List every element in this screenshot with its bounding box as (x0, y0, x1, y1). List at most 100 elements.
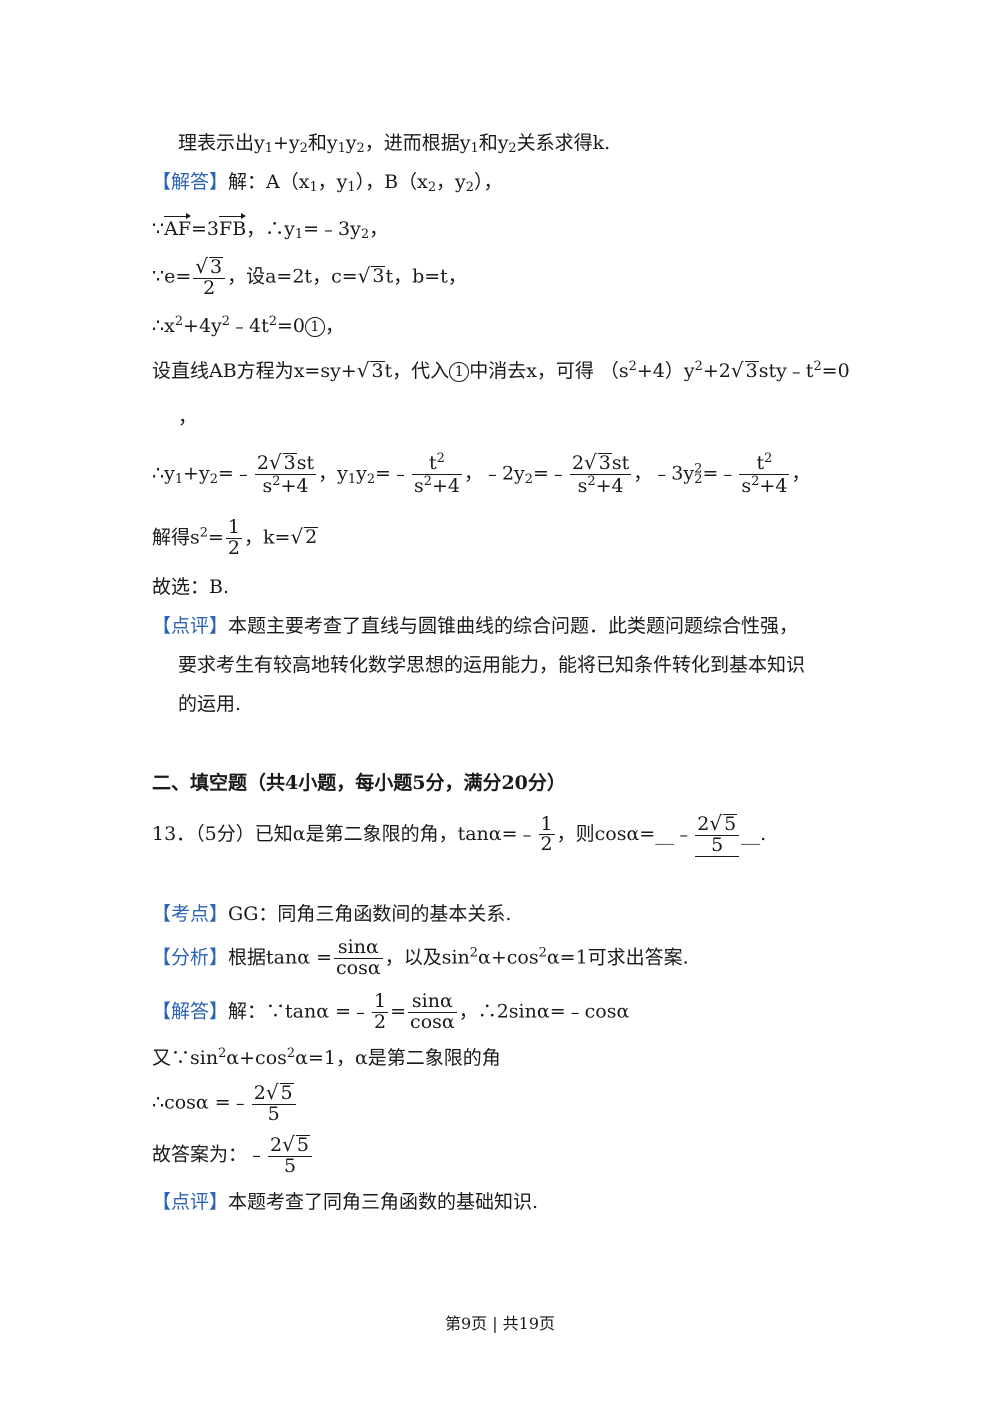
radicand: 3 (370, 360, 385, 383)
text: ，﹣2y (463, 462, 525, 485)
text: =3 (191, 218, 220, 240)
text-line: 要求考生有较高地转化数学思想的运用能力，能将已知条件转化到基本知识 (178, 654, 806, 676)
text: ）， (473, 171, 503, 193)
superscript: 2 (751, 474, 760, 490)
text: +y (272, 132, 300, 154)
subscript: 2 (356, 141, 365, 157)
text: 2 (697, 813, 710, 835)
text: =﹣ (702, 462, 738, 485)
text-line: 的运用. (178, 693, 242, 715)
denominator: s2+4 (255, 475, 316, 497)
numerator: sinα (334, 937, 383, 959)
text: +2 (702, 360, 731, 383)
jieda-tag: 【解答】 (152, 1000, 229, 1023)
text: 设直线AB方程为 (152, 360, 294, 383)
subscript: 2 (524, 471, 534, 487)
superscript: 2 (268, 314, 277, 329)
text: 解得 (152, 526, 191, 549)
text: ，﹣3y (633, 462, 695, 485)
text: t，b=t， (385, 265, 467, 288)
circled-number: 1 (304, 317, 325, 338)
radical-sign: √ (265, 1080, 279, 1104)
radical-sign: √ (290, 524, 304, 549)
superscript: 2 (423, 474, 432, 490)
text: ，∴y (246, 218, 295, 240)
text: 2 (270, 1134, 283, 1156)
text: ∵ (152, 265, 165, 288)
text: GG：同角三角函数间的基本关系. (228, 903, 512, 925)
superscript: 2 (538, 945, 547, 961)
radical-sign: √ (195, 254, 208, 278)
text: st (611, 452, 630, 475)
text: ，y (318, 462, 348, 485)
subscript: 1 (347, 471, 357, 487)
text: α=1，α是第二象限的角 (295, 1047, 501, 1070)
subscript: 2 (508, 141, 517, 157)
denominator: 2 (227, 536, 241, 559)
numerator: sinα (408, 991, 457, 1013)
radical-sign: √ (282, 1132, 295, 1156)
radicand: 5 (279, 1082, 294, 1104)
numerator: √3 (193, 254, 226, 279)
text-line: 故选：B. (152, 576, 230, 598)
denominator: 2 (540, 833, 553, 856)
radicand: 3 (208, 256, 224, 278)
text: ），B（x (355, 171, 428, 193)
text: 中消去x，可得 (469, 360, 594, 383)
text: ﹣ (247, 1143, 267, 1166)
subscript: 1 (294, 227, 304, 243)
text: __﹣ (655, 822, 694, 845)
denominator: s2+4 (412, 475, 462, 497)
jieda-tag: 【解答】 (152, 171, 229, 193)
text: tanα = (266, 946, 333, 969)
text: +4 (280, 475, 309, 498)
text: ∵ (152, 218, 165, 240)
text: =﹣ (533, 462, 568, 485)
text: =﹣3y (303, 218, 361, 240)
text: 本题考查了同角三角函数的基础知识. (228, 1191, 539, 1213)
superscript: 2 (628, 359, 637, 374)
text: ， (791, 462, 811, 485)
text-line: ， (178, 406, 198, 428)
radical-sign: √ (356, 358, 370, 383)
text: 关系求得k. (516, 132, 611, 154)
text: +y (183, 462, 210, 485)
subscript: 1 (470, 141, 479, 157)
text: ∴y (152, 462, 175, 485)
text: ，以及sin (384, 946, 470, 969)
text: e= (164, 265, 192, 288)
text: s (262, 475, 273, 498)
text: +4 (431, 475, 460, 498)
text: +4 (595, 475, 624, 498)
text: 本题主要考查了直线与圆锥曲线的综合问题．此类题问题综合性强， (228, 615, 799, 637)
denominator: s2+4 (739, 475, 789, 497)
subscript: 2 (427, 180, 437, 196)
text: +4 (759, 475, 788, 498)
superscript: 2 (199, 525, 208, 541)
text: ﹣4t (230, 315, 269, 338)
denominator: s2+4 (570, 475, 631, 497)
denominator: cosα (410, 1010, 455, 1033)
subscript: 2 (366, 471, 376, 487)
numerator: 2√3st (569, 452, 632, 475)
subscript: 1 (337, 141, 346, 157)
text: tanα =﹣ (285, 1000, 371, 1023)
numerator: 1 (538, 812, 555, 836)
text: s (741, 475, 752, 498)
subscript: 1 (347, 180, 356, 196)
text: s (413, 475, 424, 498)
subscript: 2 (360, 227, 370, 243)
text-line: 理表示出y1+y2和y1y2，进而根据y1和y2关系求得k. (178, 134, 610, 156)
text: +4）y (636, 360, 695, 383)
text: =﹣ (217, 462, 253, 485)
text: ，k= (244, 526, 291, 549)
text: s (577, 475, 588, 498)
